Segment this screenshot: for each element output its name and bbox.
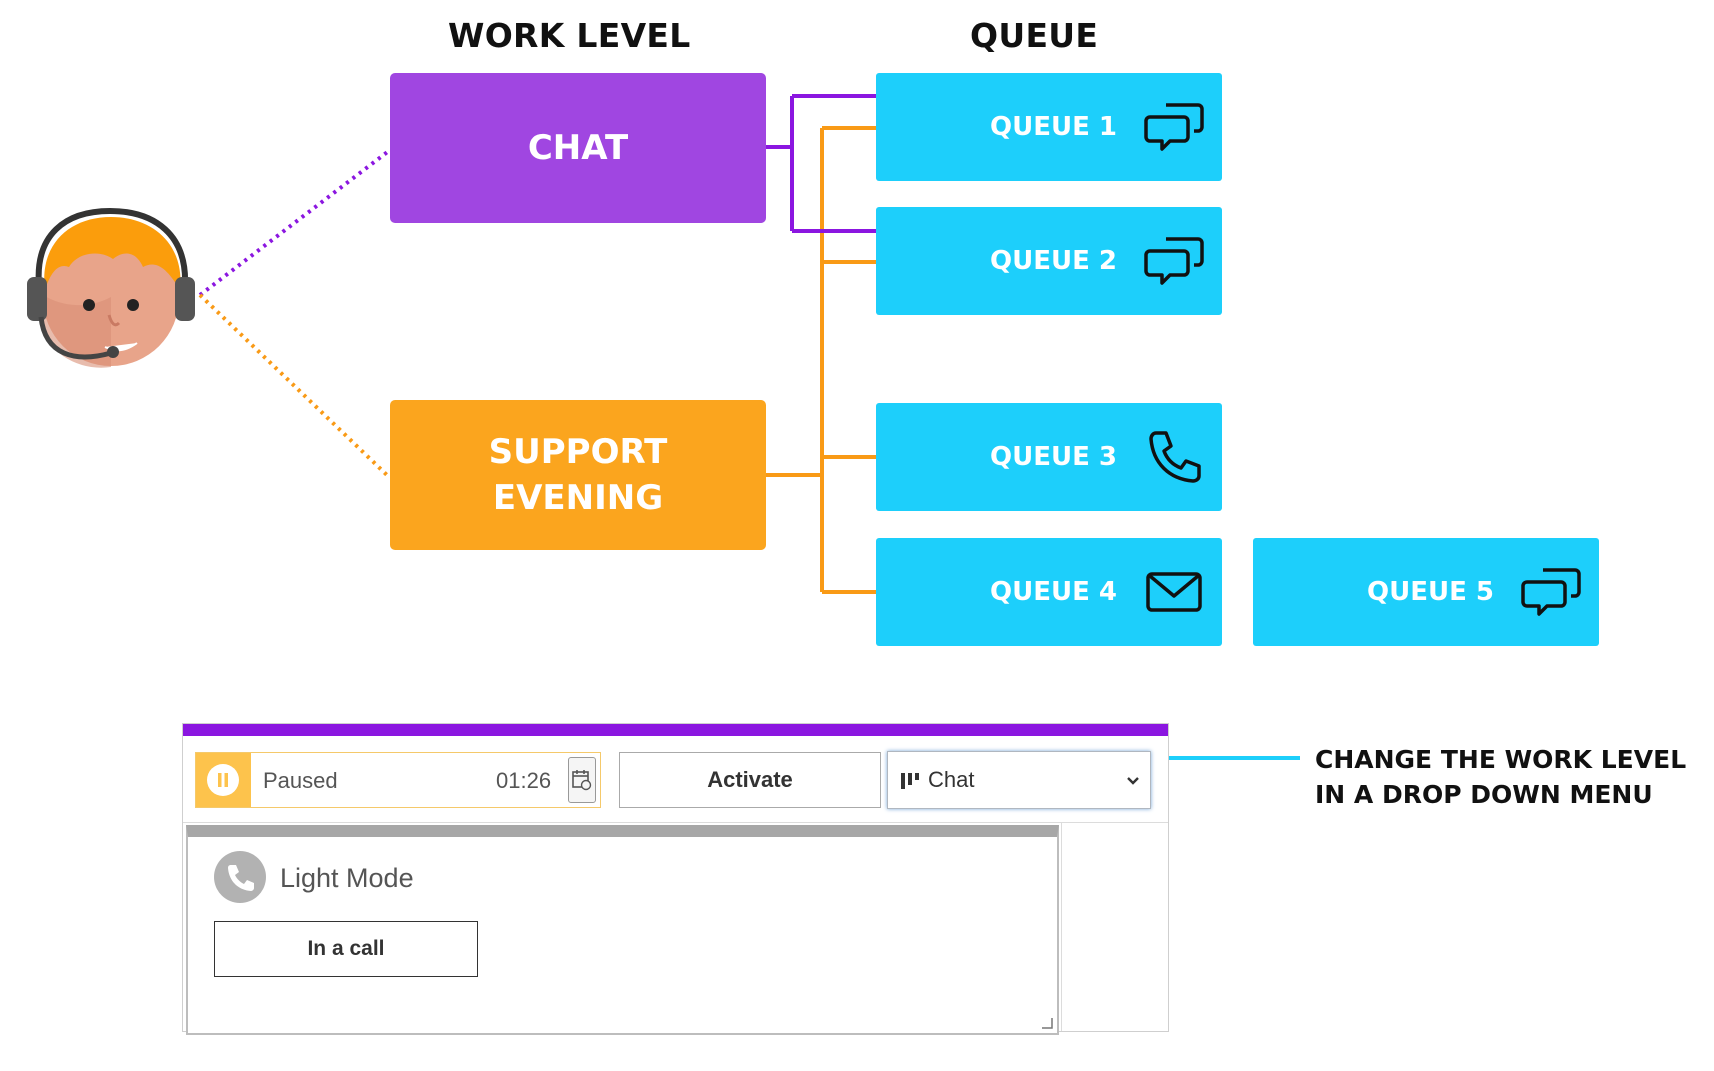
work-level-support-evening: SUPPORT EVENING xyxy=(390,400,766,550)
pause-icon xyxy=(207,764,239,796)
chat-bubbles-icon xyxy=(1144,103,1204,151)
queue-3: QUEUE 3 xyxy=(876,403,1222,511)
queue-2-label: QUEUE 2 xyxy=(990,246,1117,276)
status-control[interactable]: Paused 01:26 xyxy=(195,752,601,808)
work-level-dropdown[interactable]: Chat xyxy=(887,751,1151,809)
call-panel-title: Light Mode xyxy=(280,863,414,893)
schedule-button[interactable] xyxy=(568,757,596,803)
chat-bubbles-icon xyxy=(1521,568,1581,616)
phone-circle-icon xyxy=(214,851,266,903)
chat-bubbles-icon xyxy=(1144,237,1204,285)
resize-grip-icon[interactable] xyxy=(1041,1017,1053,1029)
in-a-call-button[interactable]: In a call xyxy=(214,921,478,977)
activate-button[interactable]: Activate xyxy=(619,752,881,808)
queue-2: QUEUE 2 xyxy=(876,207,1222,315)
call-panel: Light Mode In a call xyxy=(186,825,1059,1035)
envelope-icon xyxy=(1146,572,1202,612)
queue-header: QUEUE xyxy=(970,16,1099,55)
work-level-icon xyxy=(901,773,919,789)
work-level-chat-label: CHAT xyxy=(527,128,629,168)
queue-1-label: QUEUE 1 xyxy=(990,112,1117,142)
queue-3-label: QUEUE 3 xyxy=(990,442,1117,472)
queue-5: QUEUE 5 xyxy=(1253,538,1599,646)
work-level-header: WORK LEVEL xyxy=(448,16,691,55)
status-label: Paused xyxy=(263,768,338,793)
queue-4: QUEUE 4 xyxy=(876,538,1222,646)
chevron-down-icon xyxy=(1127,777,1139,785)
queue-4-label: QUEUE 4 xyxy=(990,577,1117,607)
widget-top-bar xyxy=(183,724,1168,736)
widget-side-divider xyxy=(1061,822,1062,1031)
work-level-chat: CHAT xyxy=(390,73,766,223)
queue-1: QUEUE 1 xyxy=(876,73,1222,181)
agent-widget: Paused 01:26 Activate Chat xyxy=(182,723,1169,1035)
callout-line-2: IN A DROP DOWN MENU xyxy=(1315,780,1653,809)
phone-icon xyxy=(1149,431,1201,483)
status-timer: 01:26 xyxy=(496,768,552,793)
pause-status-area[interactable] xyxy=(196,753,251,807)
calendar-icon xyxy=(572,770,592,791)
callout-text: CHANGE THE WORK LEVEL IN A DROP DOWN MEN… xyxy=(1315,742,1686,812)
work-level-selected: Chat xyxy=(928,767,975,792)
work-level-support-label: SUPPORT EVENING xyxy=(488,432,668,518)
queue-5-label: QUEUE 5 xyxy=(1367,577,1494,607)
widget-divider xyxy=(183,822,1168,823)
agent-avatar xyxy=(27,207,195,368)
callout-line-1: CHANGE THE WORK LEVEL xyxy=(1315,745,1687,774)
